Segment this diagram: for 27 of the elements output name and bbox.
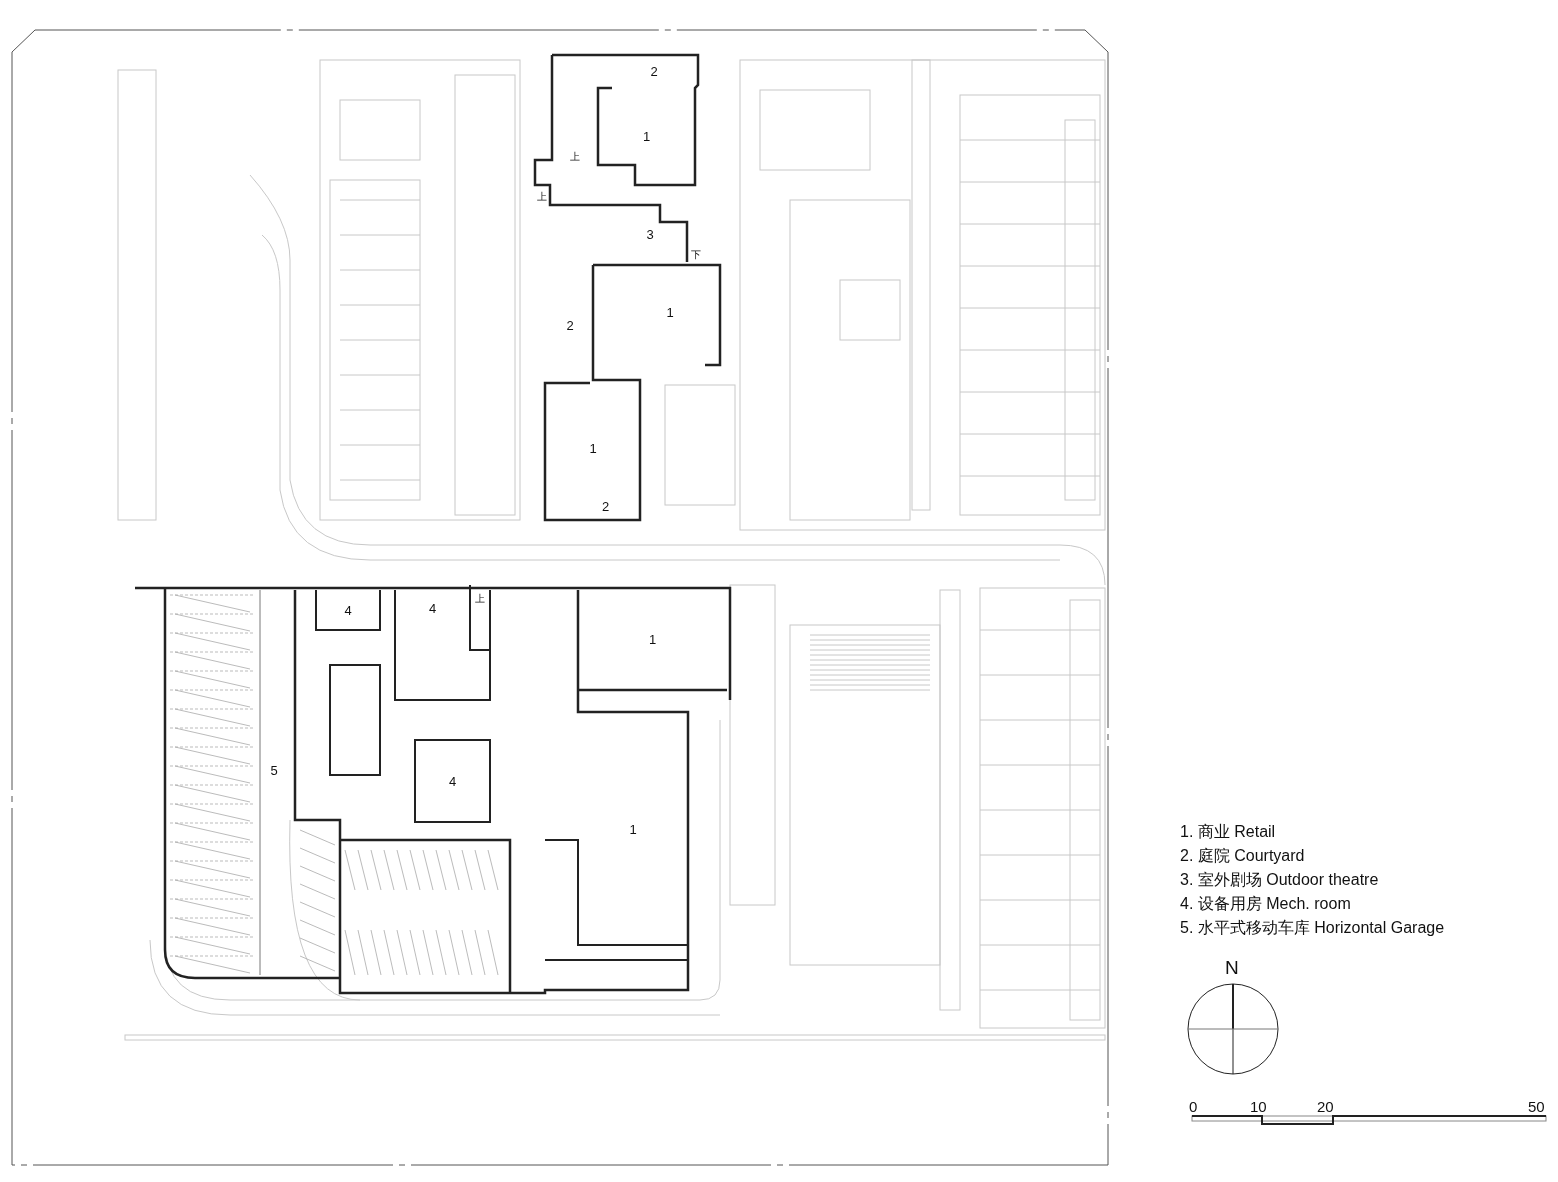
room-number: 1 [648,632,657,647]
scale-number: 10 [1250,1098,1267,1115]
legend-item: 5. 水平式移动车库 Horizontal Garage [1180,918,1445,938]
room-number: 5 [270,762,278,778]
scale-number: 50 [1528,1098,1545,1115]
stair-direction-mark: 上 [537,190,547,204]
legend-item: 4. 设备用房 Mech. room [1180,894,1351,914]
scale-number: 20 [1317,1098,1334,1115]
legend-item: 2. 庭院 Courtyard [1180,846,1305,866]
room-number: 2 [650,63,658,79]
room-number: 3 [646,227,654,242]
room-number: 1 [642,129,651,144]
room-number: 1 [666,305,674,320]
room-number: 4 [448,773,457,789]
stair-direction-mark: 上 [475,592,485,606]
legend-item: 3. 室外剧场 Outdoor theatre [1180,870,1379,890]
room-number: 4 [428,600,437,616]
legend-item: 1. 商业 Retail [1180,822,1276,842]
room-number: 2 [601,498,610,514]
room-number: 1 [589,440,597,456]
room-number: 2 [566,317,574,333]
stair-direction-mark: 上 [570,150,580,164]
room-number: 4 [344,602,352,618]
north-label: N [1225,957,1239,979]
stair-direction-mark: 下 [691,248,701,262]
scale-number: 0 [1189,1098,1198,1115]
room-number: 1 [629,821,637,837]
